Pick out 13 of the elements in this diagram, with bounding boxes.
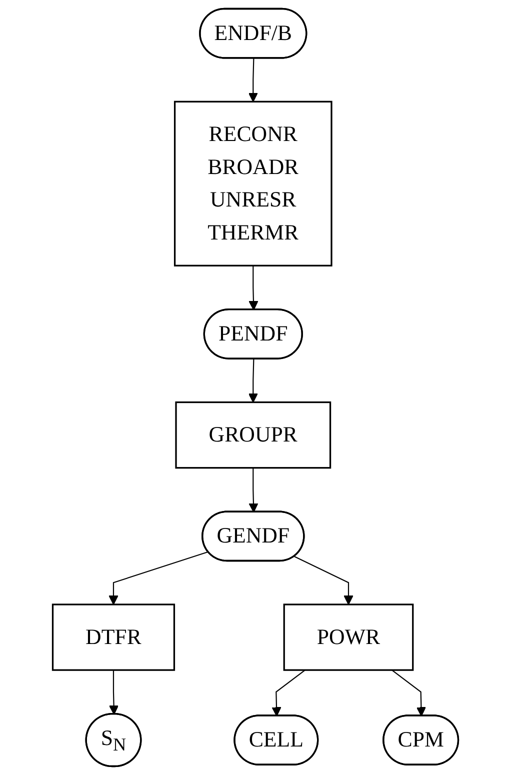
arrow	[392, 670, 426, 716]
arrow	[109, 670, 119, 715]
arrow	[248, 468, 258, 513]
arrow	[248, 58, 258, 102]
node-box: GROUPR	[175, 401, 332, 469]
arrow	[272, 670, 306, 716]
arrow	[248, 266, 258, 310]
node-box: RECONR BROADR UNRESR THERMR	[174, 100, 332, 266]
node-box: DTFR	[52, 604, 176, 671]
arrow	[294, 556, 354, 605]
node-box: POWR	[283, 604, 414, 671]
arrow	[248, 359, 258, 403]
arrow	[108, 551, 208, 605]
